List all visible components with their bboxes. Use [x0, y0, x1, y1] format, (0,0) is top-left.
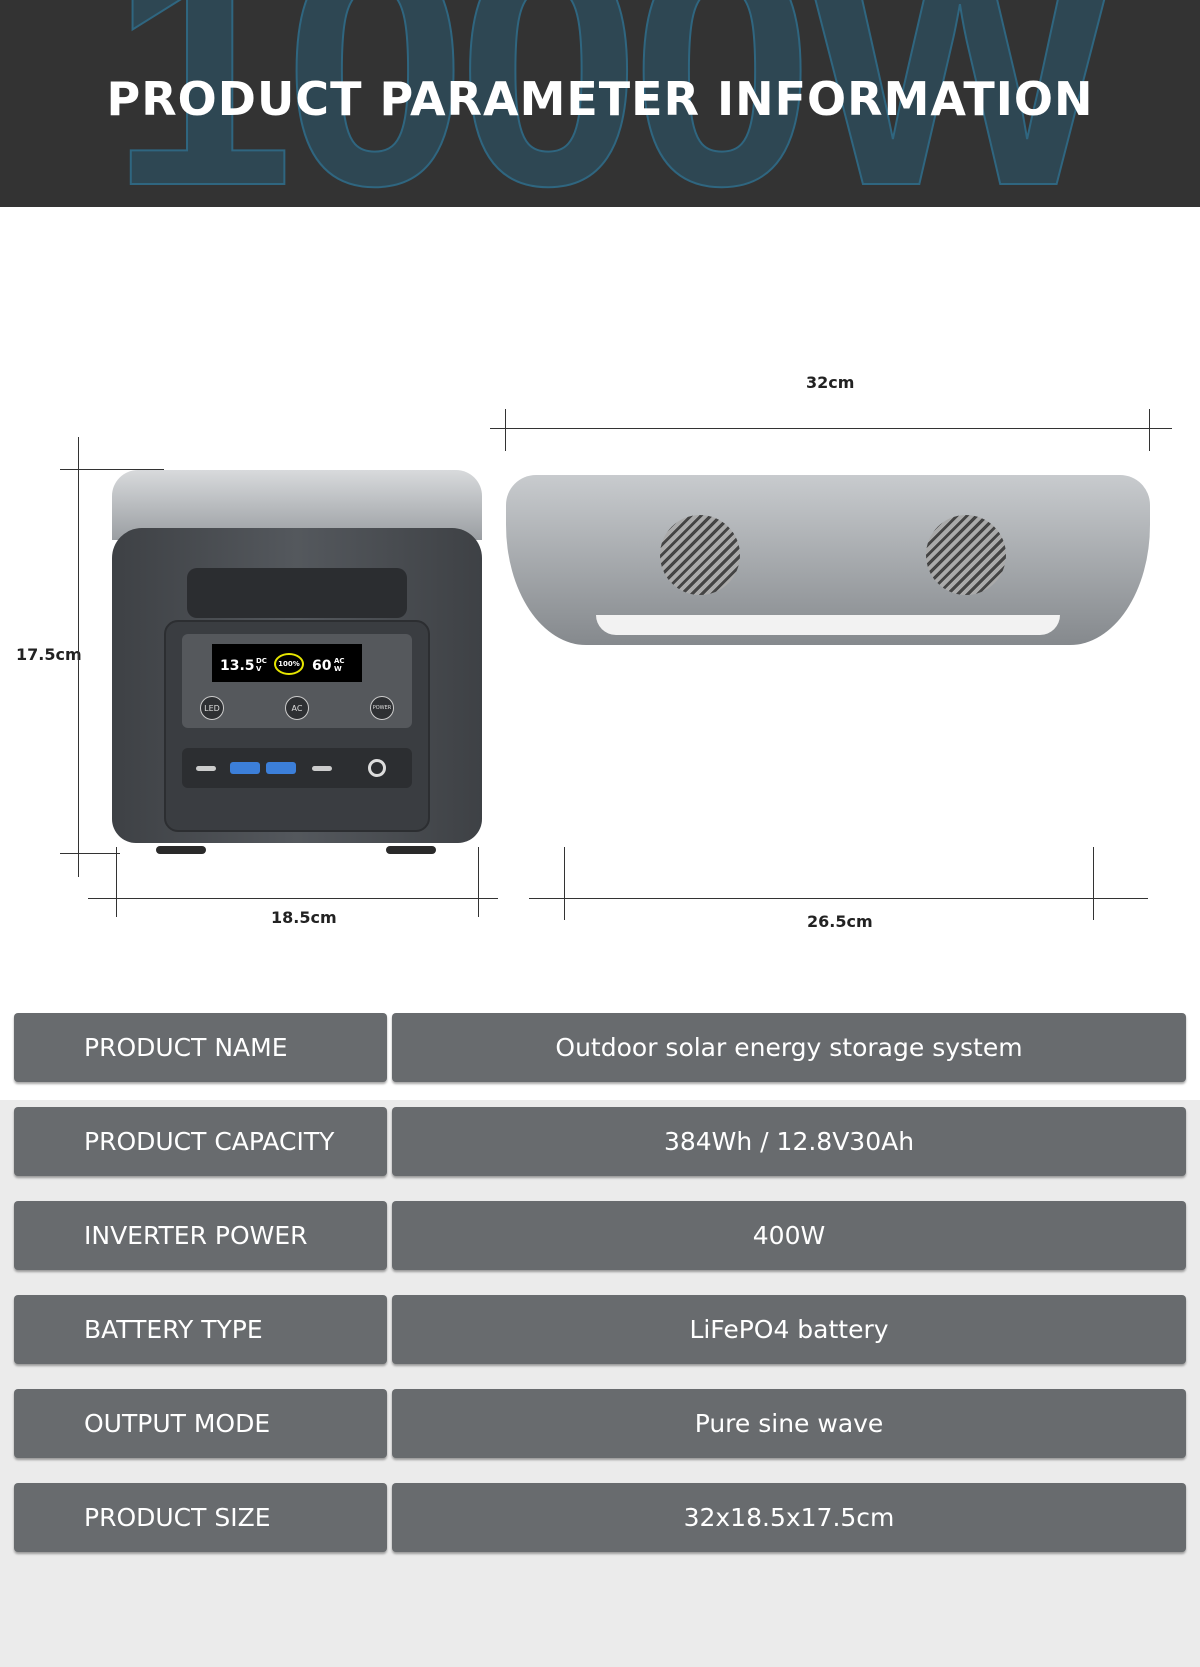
dc-port — [368, 759, 386, 777]
dimension-line — [529, 898, 1148, 899]
spec-value: Outdoor solar energy storage system — [392, 1013, 1186, 1082]
usb-c-port — [312, 766, 332, 771]
usb-c-port — [196, 766, 216, 771]
spec-value: 400W — [392, 1201, 1186, 1270]
power-readout: 60 — [312, 658, 332, 674]
lcd-display: 13.5 DC V 100% 60 AC W — [212, 644, 362, 682]
dimension-height-label: 17.5cm — [16, 645, 82, 664]
usb-a-port — [266, 762, 296, 774]
dimension-line — [478, 847, 479, 917]
power-unit: AC W — [334, 657, 345, 673]
dimension-line — [1149, 409, 1150, 451]
output-ports — [182, 748, 412, 788]
spec-value: 32x18.5x17.5cm — [392, 1483, 1186, 1552]
control-panel: 13.5 DC V 100% 60 AC W LED AC POWER — [164, 620, 430, 832]
voltage-unit: DC V — [256, 657, 267, 673]
usb-a-port — [230, 762, 260, 774]
spec-label: INVERTER POWER — [14, 1201, 387, 1270]
dimension-line — [564, 847, 565, 920]
dimension-line — [116, 847, 117, 917]
spec-value: Pure sine wave — [392, 1389, 1186, 1458]
power-station-front-view: 13.5 DC V 100% 60 AC W LED AC POWER — [112, 470, 482, 854]
spec-label: PRODUCT CAPACITY — [14, 1107, 387, 1176]
spec-value: 384Wh / 12.8V30Ah — [392, 1107, 1186, 1176]
dimension-width-label: 18.5cm — [271, 908, 337, 927]
spec-label: BATTERY TYPE — [14, 1295, 387, 1364]
watermark-1000w: 1000W — [109, 0, 1117, 207]
header-banner: 1000W PRODUCT PARAMETER INFORMATION — [0, 0, 1200, 207]
spec-label: OUTPUT MODE — [14, 1389, 387, 1458]
dimension-line — [78, 437, 79, 877]
dimension-line — [1093, 847, 1094, 920]
carry-handle — [187, 568, 407, 618]
spec-value: LiFePO4 battery — [392, 1295, 1186, 1364]
voltage-readout: 13.5 — [220, 658, 255, 674]
ac-button[interactable]: AC — [285, 696, 309, 720]
dimension-line — [490, 428, 1172, 429]
dimension-length-label: 32cm — [806, 373, 855, 392]
dimension-line — [60, 469, 164, 470]
battery-readout: 100% — [274, 653, 304, 675]
power-station-side-view — [506, 475, 1150, 843]
dimension-line — [88, 898, 498, 899]
spec-label: PRODUCT NAME — [14, 1013, 387, 1082]
power-button[interactable]: POWER — [370, 696, 394, 720]
page-title: PRODUCT PARAMETER INFORMATION — [106, 72, 1094, 126]
vent-icon — [926, 515, 1006, 595]
led-button[interactable]: LED — [200, 696, 224, 720]
dimension-line — [505, 409, 506, 451]
dimension-depth-label: 26.5cm — [807, 912, 873, 931]
vent-icon — [660, 515, 740, 595]
dimension-line — [60, 853, 120, 854]
spec-label: PRODUCT SIZE — [14, 1483, 387, 1552]
